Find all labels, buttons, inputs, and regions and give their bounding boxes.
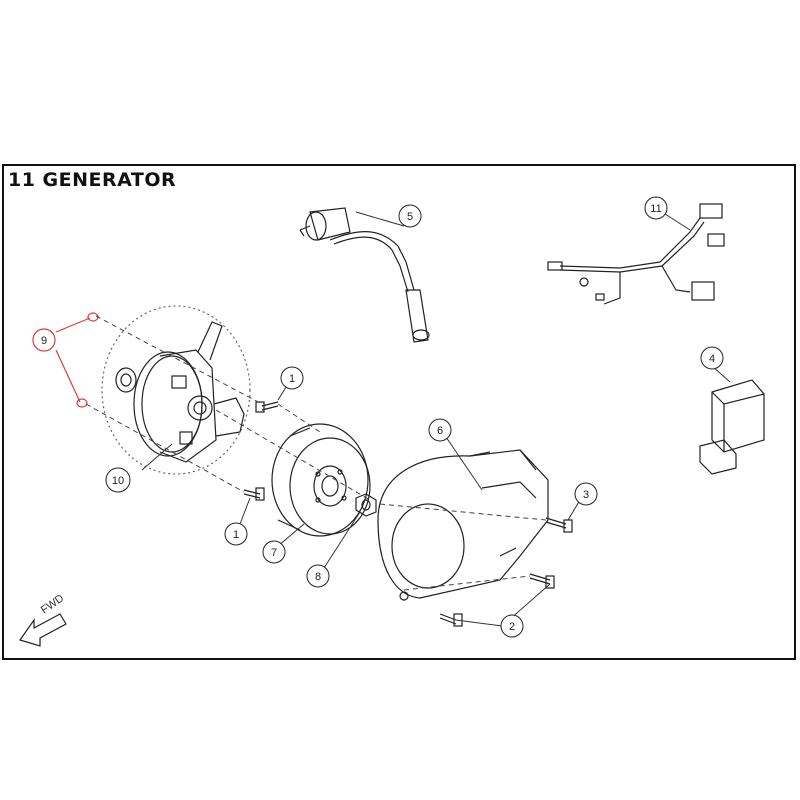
callout-11[interactable]: 11: [644, 196, 668, 220]
svg-text:1: 1: [289, 373, 295, 385]
bolt-1-upper[interactable]: [255, 401, 279, 413]
callouts: 1 1 2 3 4 5 6 7: [32, 196, 724, 638]
svg-text:10: 10: [112, 475, 124, 487]
ignition-coil[interactable]: [299, 207, 430, 343]
callout-1-lower[interactable]: 1: [224, 522, 248, 546]
callout-5[interactable]: 5: [398, 204, 422, 228]
svg-text:1: 1: [233, 529, 239, 541]
fwd-label: FWD: [39, 592, 66, 616]
stator-assembly[interactable]: [101, 305, 251, 475]
flywheel-nut[interactable]: [355, 493, 377, 517]
svg-text:11: 11: [650, 203, 661, 215]
diagram-title: 11 GENERATOR: [8, 169, 177, 191]
cdi-unit[interactable]: [699, 379, 765, 475]
svg-text:9: 9: [41, 335, 47, 347]
callout-2[interactable]: 2: [500, 614, 524, 638]
callout-8[interactable]: 8: [306, 564, 330, 588]
callout-9[interactable]: 9: [32, 328, 56, 352]
callout-3[interactable]: 3: [574, 482, 598, 506]
bolt-3[interactable]: [545, 517, 573, 533]
svg-text:2: 2: [509, 621, 515, 633]
svg-text:7: 7: [271, 547, 277, 559]
wire-harness[interactable]: [547, 203, 725, 305]
fwd-arrow-icon: [19, 613, 67, 647]
callout-10[interactable]: 10: [105, 467, 131, 493]
o-ring-set[interactable]: [76, 312, 99, 408]
callout-6[interactable]: 6: [428, 418, 452, 442]
svg-text:8: 8: [315, 571, 321, 583]
callout-1-upper[interactable]: 1: [280, 366, 304, 390]
svg-text:6: 6: [437, 425, 443, 437]
bolt-2-upper[interactable]: [529, 573, 555, 589]
flywheel-rotor[interactable]: [271, 423, 371, 537]
bolt-2-lower[interactable]: [439, 613, 463, 627]
assembly-lines: [85, 315, 547, 591]
svg-text:5: 5: [407, 211, 413, 223]
generator-cover[interactable]: [377, 449, 549, 601]
bolt-1-lower[interactable]: [243, 487, 265, 501]
svg-text:3: 3: [583, 489, 589, 501]
leader-lines: [141, 211, 731, 627]
callout-4[interactable]: 4: [700, 346, 724, 370]
callout-7[interactable]: 7: [262, 540, 286, 564]
o-ring-leaders: [55, 317, 91, 403]
svg-text:4: 4: [709, 353, 715, 365]
